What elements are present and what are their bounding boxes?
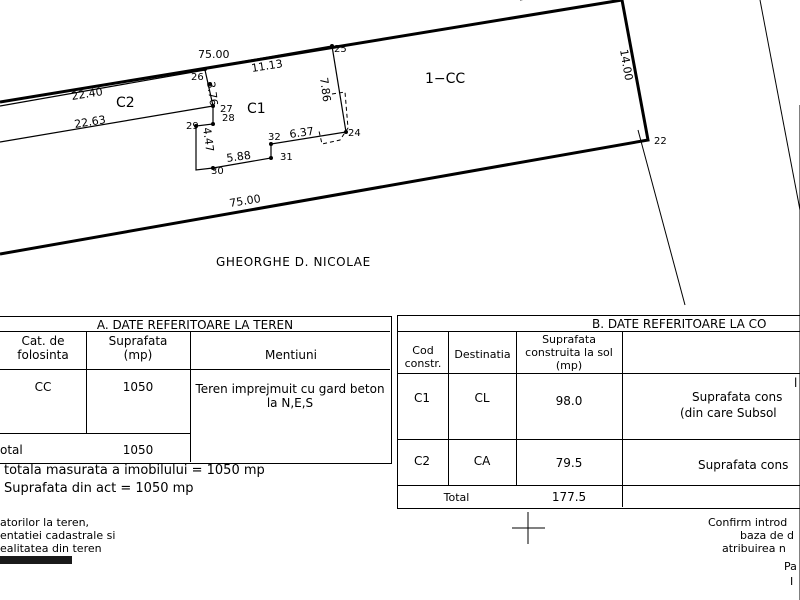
header-suprafata: Suprafata (mp) xyxy=(108,334,168,362)
neighbour-line xyxy=(637,129,686,306)
footer-right-line-5: I xyxy=(790,575,794,588)
total-value: 1050 xyxy=(122,443,154,457)
table-a-title: A. DATE REFERITOARE LA TEREN xyxy=(96,318,294,332)
table-a xyxy=(0,316,392,464)
row-c2-note-a: Suprafata cons xyxy=(698,458,789,472)
table-b-total-value: 177.5 xyxy=(551,490,587,504)
table-b-total-label: Total xyxy=(443,491,470,504)
dim-c1-step-a: 3.76 xyxy=(204,81,220,107)
dim-bottom-side: 75.00 xyxy=(228,192,261,210)
point-25: 25 xyxy=(334,44,347,55)
footer-right-line-1: Confirm introd xyxy=(708,516,788,529)
header-cod-constr: Cod constr. xyxy=(404,344,442,370)
footer-right-line-3: atribuirea n xyxy=(722,542,786,555)
point-27: 27 xyxy=(220,104,233,115)
crosshair-icon xyxy=(512,512,545,544)
building-c2-top xyxy=(0,69,206,107)
point-28: 28 xyxy=(222,113,235,124)
summary-act: Suprafata din act = 1050 mp xyxy=(4,481,194,496)
dim-top-side: 75.00 xyxy=(198,48,230,61)
dim-c2-top: 22.40 xyxy=(70,85,103,103)
cell-area: 1050 xyxy=(122,380,154,394)
table-b-title: B. DATE REFERITOARE LA CO xyxy=(592,317,767,331)
header-destinatia: Destinatia xyxy=(454,348,511,361)
footer-right-line-2: baza de d xyxy=(740,529,794,542)
point-22: 22 xyxy=(654,136,667,147)
total-label: otal xyxy=(0,443,23,457)
parcel-label: 1−CC xyxy=(425,71,465,87)
header-cat-folosinta: Cat. de folosinta xyxy=(17,334,69,362)
dim-c1-bottom-b: 5.88 xyxy=(226,149,252,165)
summary-total: totala masurata a imobilului = 1050 mp xyxy=(4,463,265,478)
row-c1-code: C1 xyxy=(413,391,430,405)
row-c2-code: C2 xyxy=(413,454,430,468)
row-c2-area: 79.5 xyxy=(555,456,583,470)
footer-left-line-1: atorilor la teren, xyxy=(0,516,90,529)
header-mentiuni: Mentiuni xyxy=(265,348,317,362)
row-c2-dest: CA xyxy=(473,454,491,468)
dim-c1-bottom-a: 6.37 xyxy=(289,125,315,141)
owner-name: GHEORGHE D. NICOLAE xyxy=(216,255,371,269)
row-c1-note-c: l xyxy=(794,376,798,390)
point-31: 31 xyxy=(280,152,293,163)
point-32: 32 xyxy=(268,132,281,143)
building-c2-bottom xyxy=(0,105,214,143)
redaction-bar xyxy=(0,556,72,564)
dim-c1-step-b: 4.47 xyxy=(200,127,216,153)
dim-right-side: 14.00 xyxy=(617,48,635,81)
survey-points xyxy=(194,44,348,170)
point-30: 30 xyxy=(211,166,224,177)
footer-left-line-3: ealitatea din teren xyxy=(0,542,102,555)
row-c1-note-a: Suprafata cons xyxy=(692,390,783,404)
header-suprafata-construita: Suprafata construita la sol (mp) xyxy=(525,333,613,372)
building-c1-label: C1 xyxy=(247,101,266,117)
point-29: 29 xyxy=(186,121,199,132)
footer-left-line-2: entatiei cadastrale si xyxy=(0,529,116,542)
neighbour-line xyxy=(759,0,800,211)
dim-c1-right: 7.86 xyxy=(317,77,333,103)
building-c2-label: C2 xyxy=(116,95,135,111)
row-c1-dest: CL xyxy=(474,391,490,405)
cell-mentiuni: Teren imprejmuit cu gard beton la N,E,S xyxy=(195,382,385,410)
footer-right-line-4: Pa xyxy=(784,560,797,573)
table-b xyxy=(397,315,800,509)
dim-c2-bottom: 22.63 xyxy=(73,113,106,131)
parcel-boundary xyxy=(0,0,650,256)
dim-c1-top: 11.13 xyxy=(250,57,283,75)
point-26: 26 xyxy=(191,72,204,83)
point-24: 24 xyxy=(348,128,361,139)
cell-cat: CC xyxy=(34,380,52,394)
row-c1-note-b: (din care Subsol xyxy=(680,406,777,420)
annex-outline xyxy=(318,91,349,145)
row-c1-area: 98.0 xyxy=(555,394,583,408)
